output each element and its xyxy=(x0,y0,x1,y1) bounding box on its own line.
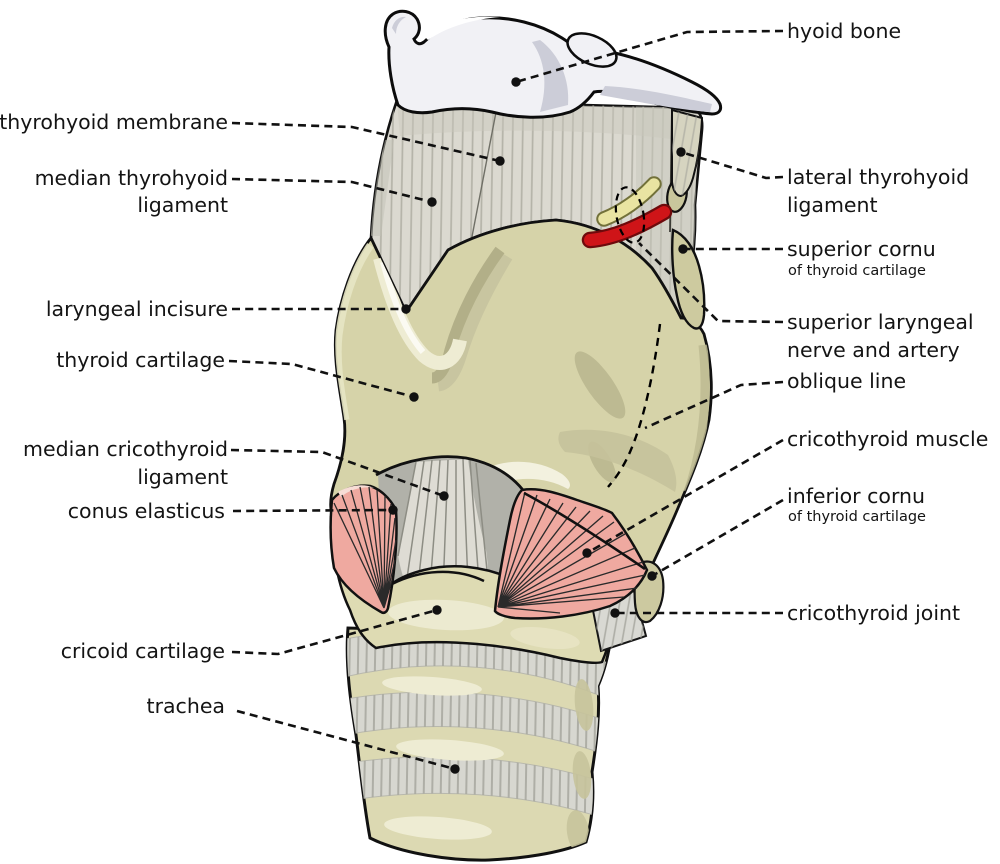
label-lateral-thyrohyoid-ligament-2: ligament xyxy=(787,193,878,217)
cricothyroid-muscle-left-shape xyxy=(329,484,398,615)
label-cricothyroid-muscle: cricothyroid muscle xyxy=(787,427,988,451)
oblique-line-shape xyxy=(607,323,662,488)
label-cricothyroid-joint: cricothyroid joint xyxy=(787,601,960,625)
leader-oblique-line xyxy=(644,380,784,430)
label-superior-cornu-sub: of thyroid cartilage xyxy=(788,263,926,279)
superior-cornu-shape xyxy=(671,228,706,330)
label-oblique-line: oblique line xyxy=(787,369,906,393)
leader-lateral-thyrohyoid-ligament xyxy=(680,150,784,180)
leader-thyroid-cartilage xyxy=(228,359,415,399)
leader-median-thyrohyoid-ligament xyxy=(231,177,433,204)
label-median-cricothyroid-ligament-1: median cricothyroid xyxy=(23,437,228,461)
label-trachea: trachea xyxy=(147,694,225,718)
label-cricoid-cartilage: cricoid cartilage xyxy=(61,639,225,663)
leader-inferior-cornu xyxy=(651,498,784,578)
leader-trachea xyxy=(236,709,456,771)
leader-cricothyroid-muscle xyxy=(586,438,784,555)
label-inferior-cornu: inferior cornu xyxy=(787,484,925,508)
label-laryngeal-incisure: laryngeal incisure xyxy=(46,297,228,321)
label-hyoid-bone: hyoid bone xyxy=(787,19,901,43)
leader-lines xyxy=(228,29,784,774)
leader-dots xyxy=(388,77,688,774)
leader-cricoid-cartilage xyxy=(231,608,438,656)
superior-laryngeal-artery-shape xyxy=(581,203,673,249)
label-median-cricothyroid-ligament-2: ligament xyxy=(137,465,228,489)
label-conus-elasticus: conus elasticus xyxy=(68,499,225,523)
leader-superior-laryngeal xyxy=(638,242,784,324)
labels: thyrohyoid membrane median thyrohyoid li… xyxy=(0,19,988,718)
leader-hyoid-bone xyxy=(515,29,784,84)
thyroid-inferior-border-outline xyxy=(375,455,525,491)
leader-thyrohyoid-membrane xyxy=(231,121,501,163)
superior-laryngeal-nerve-shape xyxy=(596,176,662,227)
leader-conus-elasticus xyxy=(232,508,394,513)
label-inferior-cornu-sub: of thyroid cartilage xyxy=(788,509,926,525)
hyoid-bone-shape xyxy=(383,9,723,119)
anatomy-illustration xyxy=(329,9,723,862)
label-thyroid-cartilage: thyroid cartilage xyxy=(56,348,225,372)
cricothyroid-muscle-right-shape xyxy=(493,488,649,620)
label-thyrohyoid-membrane: thyrohyoid membrane xyxy=(0,110,228,134)
nerve-artery-dashed-circle xyxy=(614,186,646,244)
trachea-shape xyxy=(345,626,613,862)
thyrohyoid-membrane-shape xyxy=(369,98,704,322)
label-superior-cornu: superior cornu xyxy=(787,237,936,261)
label-median-thyrohyoid-ligament-1: median thyrohyoid xyxy=(35,166,228,190)
label-lateral-thyrohyoid-ligament-1: lateral thyrohyoid xyxy=(787,165,969,189)
label-median-thyrohyoid-ligament-2: ligament xyxy=(137,193,228,217)
label-superior-laryngeal-1: superior laryngeal xyxy=(787,310,974,334)
leader-median-cricothyroid-ligament xyxy=(230,448,445,498)
label-superior-laryngeal-2: nerve and artery xyxy=(787,338,960,362)
